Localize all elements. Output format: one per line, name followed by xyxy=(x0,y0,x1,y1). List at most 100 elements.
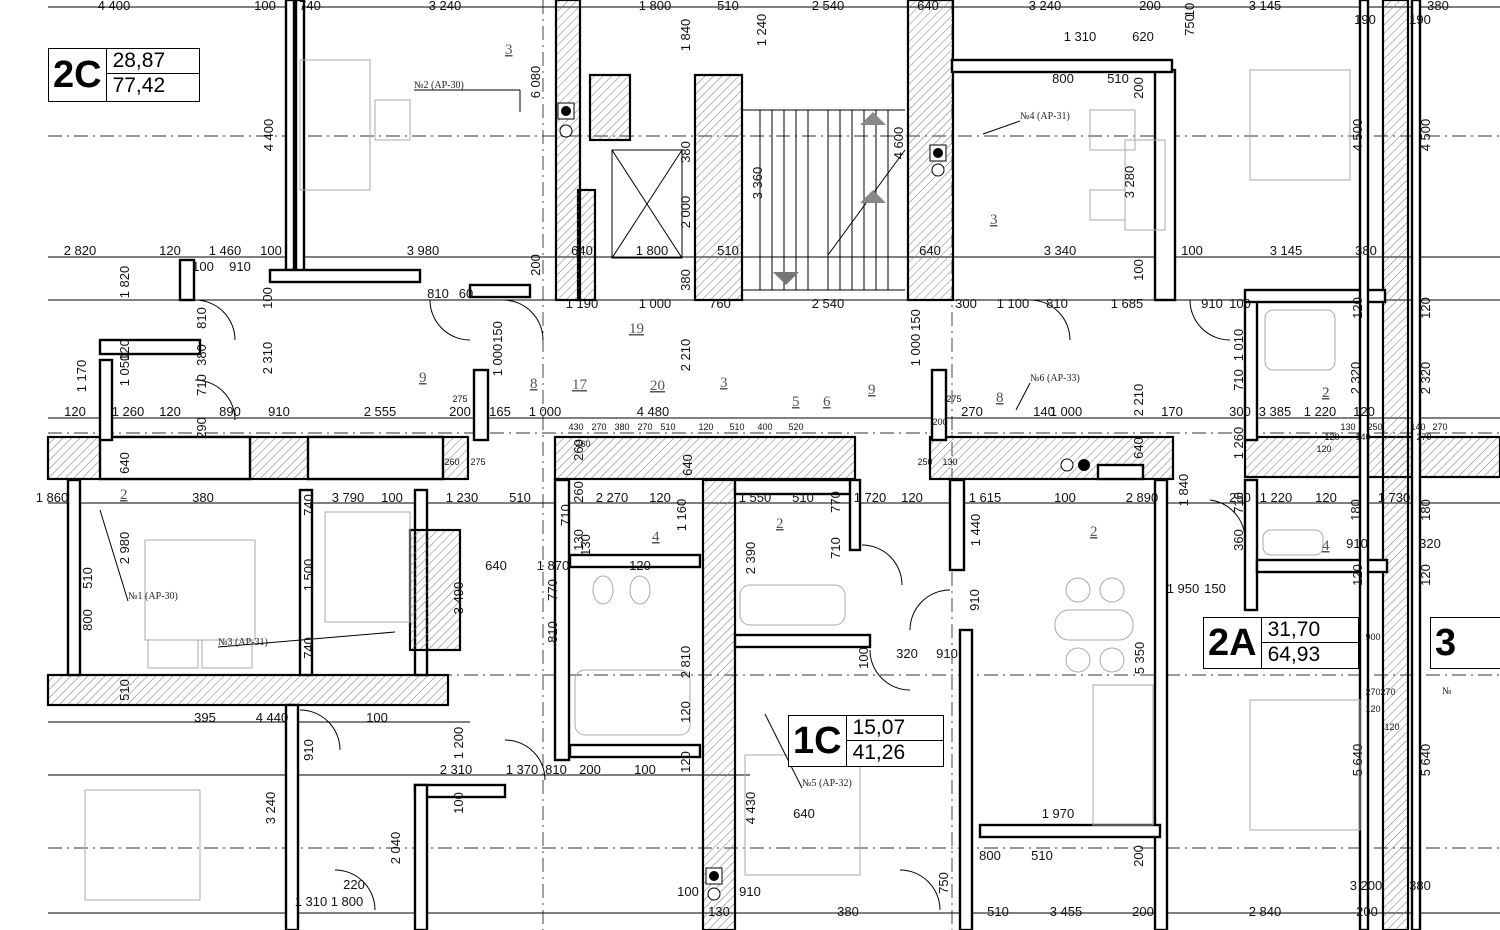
dimension-label: 1 615 xyxy=(969,490,1002,505)
dimension-label: 380 xyxy=(837,904,859,919)
dimension-label: 910 xyxy=(1346,536,1368,551)
dimension-label: 100 xyxy=(192,259,214,274)
callout-number: 2 xyxy=(1322,385,1330,401)
dimension-label-small: 270 xyxy=(1380,687,1395,697)
dimension-label-vertical: 4 500 xyxy=(1350,119,1365,152)
dimension-label: 380 xyxy=(1409,878,1431,893)
dimension-label-vertical: 3 280 xyxy=(1122,166,1137,199)
dimension-label-vertical: 2 980 xyxy=(117,532,132,565)
dimension-label-small: 130 xyxy=(942,457,957,467)
dimension-label: 120 xyxy=(901,490,923,505)
callout-number: 9 xyxy=(419,370,427,386)
dimension-label: 120 xyxy=(1315,490,1337,505)
dimension-label-vertical: 710 xyxy=(828,537,843,559)
dimension-label: 890 xyxy=(219,404,241,419)
dimension-label: 510 xyxy=(717,0,739,13)
dimension-label-vertical: 260 xyxy=(571,439,586,461)
dimension-label: 220 xyxy=(343,877,365,892)
callout-number: 3 xyxy=(990,212,998,228)
dimension-label: 3 240 xyxy=(1029,0,1062,13)
apartment-code: 3 xyxy=(1435,622,1457,664)
dimension-label-vertical: 2 310 xyxy=(260,342,275,375)
dimension-label: 810 xyxy=(427,286,449,301)
dimension-label: 380 xyxy=(192,490,214,505)
dimension-label: 1 720 xyxy=(854,490,887,505)
callout-number: 3 xyxy=(505,42,513,58)
dimension-label: 3 980 xyxy=(407,243,440,258)
dimension-label-vertical: 1 500 xyxy=(301,559,316,592)
dimension-label-small: 260 xyxy=(444,457,459,467)
callout-number: 8 xyxy=(530,376,538,392)
dimension-label: 910 xyxy=(229,259,251,274)
dimension-label-vertical: 1 200 xyxy=(451,727,466,760)
dimension-label: 170 xyxy=(1161,404,1183,419)
dimension-label: 200 xyxy=(1132,904,1154,919)
dimension-label-vertical: 800 xyxy=(80,609,95,631)
dimension-label-vertical: 120 xyxy=(1418,564,1433,586)
apartment-badge: 2C 28,87 77,42 xyxy=(48,48,200,102)
callout-number: 2 xyxy=(776,516,784,532)
dimension-label: 3 340 xyxy=(1044,243,1077,258)
dimension-label-small: 275 xyxy=(470,457,485,467)
living-area: 28,87 xyxy=(106,49,199,74)
total-area: 77,42 xyxy=(112,74,166,97)
dimension-label: 3 455 xyxy=(1050,904,1083,919)
dimension-label-vertical: 3 240 xyxy=(263,792,278,825)
dimension-label-vertical: 2 320 xyxy=(1348,362,1363,395)
dimension-label-vertical: 1 840 xyxy=(678,19,693,52)
dimension-label: 4 440 xyxy=(256,710,289,725)
dimension-label-vertical: 100 xyxy=(856,647,871,669)
dimension-label-vertical: 710 xyxy=(1231,492,1246,514)
dimension-label-vertical: 180 xyxy=(1418,499,1433,521)
dimension-label: 4 480 xyxy=(637,404,670,419)
dimension-label-vertical: 260 xyxy=(571,481,586,503)
dimension-label-vertical: 10 xyxy=(1182,3,1197,17)
dimension-label: 190 xyxy=(1409,12,1431,27)
dimension-label-vertical: 120 xyxy=(1418,297,1433,319)
dimension-label-small: 510 xyxy=(729,422,744,432)
dimension-label: 810 xyxy=(1046,296,1068,311)
room-ref: № xyxy=(1442,686,1452,697)
callout-number: 8 xyxy=(996,390,1004,406)
dimension-label-small: 510 xyxy=(660,422,675,432)
dimension-label: 130 xyxy=(708,904,730,919)
staircase xyxy=(611,109,906,291)
callout-number: 4 xyxy=(652,529,660,545)
dimension-label-vertical: 1 240 xyxy=(754,14,769,47)
dimension-label-small: 430 xyxy=(568,422,583,432)
dimension-label: 3 145 xyxy=(1270,243,1303,258)
dimension-label: 60 xyxy=(459,286,473,301)
callout-number: 6 xyxy=(823,394,831,410)
dimension-label-vertical: 1 820 xyxy=(117,266,132,299)
dimension-label: 640 xyxy=(917,0,939,13)
dimension-label: 1 000 xyxy=(529,404,562,419)
dimension-label: 510 xyxy=(1031,848,1053,863)
dimension-label-vertical: 1 050 xyxy=(117,354,132,387)
dimension-label: 100 xyxy=(260,243,282,258)
dimension-label-vertical: 200 xyxy=(528,254,543,276)
dimension-label-small: 275 xyxy=(946,394,961,404)
dimension-label-small: 270 xyxy=(591,422,606,432)
dimension-label-vertical: 380 xyxy=(678,269,693,291)
dimension-label-vertical: 2 810 xyxy=(678,646,693,679)
callout-number: 3 xyxy=(720,375,728,391)
dimension-label-vertical: 180 xyxy=(1348,499,1363,521)
dimension-label: 2 540 xyxy=(812,296,845,311)
dimension-label: 1 230 xyxy=(446,490,479,505)
dimension-label-vertical: 740 xyxy=(301,494,316,516)
dimension-label: 1 800 xyxy=(639,0,672,13)
dimension-label-vertical: 290 xyxy=(194,417,209,439)
dimension-label-small: 120 xyxy=(1365,704,1380,714)
room-ref: №1 (АР-30) xyxy=(128,591,178,602)
dimension-label-vertical: 5 350 xyxy=(1132,642,1147,675)
apartment-code: 2A xyxy=(1208,622,1257,664)
dimension-label: 2 840 xyxy=(1249,904,1282,919)
dimension-label-vertical: 5 640 xyxy=(1350,744,1365,777)
dimension-label-small: 380 xyxy=(614,422,629,432)
dimension-label: 800 xyxy=(979,848,1001,863)
dimension-label: 3 145 xyxy=(1249,0,1282,13)
dimension-label-vertical: 750 xyxy=(936,872,951,894)
dimension-label: 120 xyxy=(159,243,181,258)
dimension-label: 200 xyxy=(579,762,601,777)
dimension-label-small: 270 xyxy=(1365,687,1380,697)
